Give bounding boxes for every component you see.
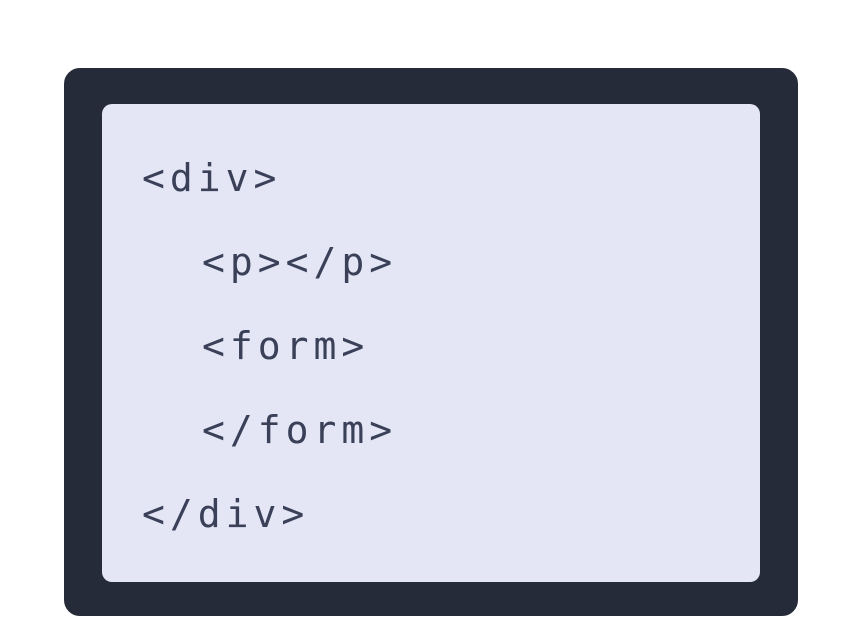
code-panel: <div> <p></p> <form> </form> </div> <box>102 104 760 582</box>
code-line: <p></p> <box>202 240 398 284</box>
editor-window-frame: <div> <p></p> <form> </form> </div> <box>62 66 800 618</box>
code-line: </form> <box>202 408 398 452</box>
code-line: <div> <box>142 156 282 200</box>
code-line: <form> <box>202 324 370 368</box>
code-line: </div> <box>142 492 310 536</box>
